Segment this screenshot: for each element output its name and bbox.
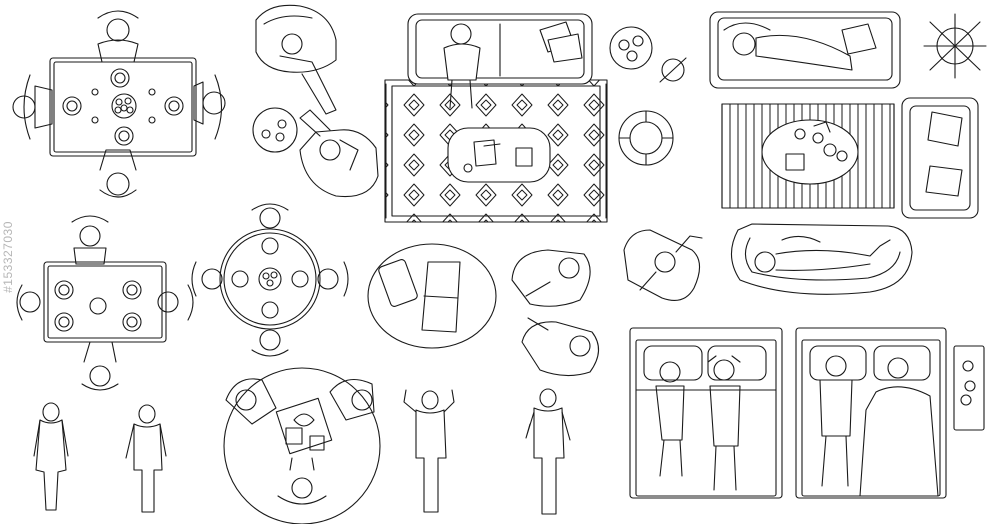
standing-man-thumbs-up <box>525 388 571 515</box>
curved-sofa-with-person <box>730 223 913 295</box>
living-room-sofa-rug <box>384 13 608 223</box>
person-right-seat <box>193 81 226 125</box>
round-rug-armchairs-bottom <box>223 367 381 524</box>
dining-table-4-seat-middle <box>16 215 194 391</box>
side-sofa-right <box>901 97 979 219</box>
dining-table-4-seat-top <box>12 10 226 198</box>
double-bed-right <box>795 327 947 499</box>
standing-man-hands-up <box>403 389 455 513</box>
sofa-with-lying-person <box>709 11 901 89</box>
person-bottom-seat <box>99 149 137 196</box>
square-coffee-table <box>275 397 333 455</box>
round-ottoman-ring <box>618 110 674 166</box>
floor-lamp <box>659 57 687 83</box>
stock-watermark-id: #153327030 <box>1 0 18 524</box>
potted-plant <box>923 13 987 79</box>
striped-rug-oval-table <box>721 103 895 209</box>
watermark-id-text: #153327030 <box>1 221 15 293</box>
armchair-pair-center <box>511 249 600 377</box>
standing-woman <box>33 402 69 511</box>
person-left-seat <box>12 85 53 129</box>
person-top-seat <box>97 18 139 63</box>
side-table-round-left <box>252 107 298 153</box>
oval-rug-with-ottomans <box>367 243 497 349</box>
centerpiece-bowl <box>111 93 137 119</box>
round-table-centerpiece <box>258 267 282 291</box>
double-bed-left <box>629 327 783 499</box>
side-table-round-center <box>609 26 653 70</box>
armchair-person-center-right <box>623 229 703 301</box>
nightstand-right <box>953 345 985 431</box>
standing-man-1 <box>125 404 167 513</box>
armchair-with-person-top <box>255 4 337 115</box>
round-dining-table <box>191 203 349 357</box>
armchair-with-person-bottom <box>299 109 379 198</box>
